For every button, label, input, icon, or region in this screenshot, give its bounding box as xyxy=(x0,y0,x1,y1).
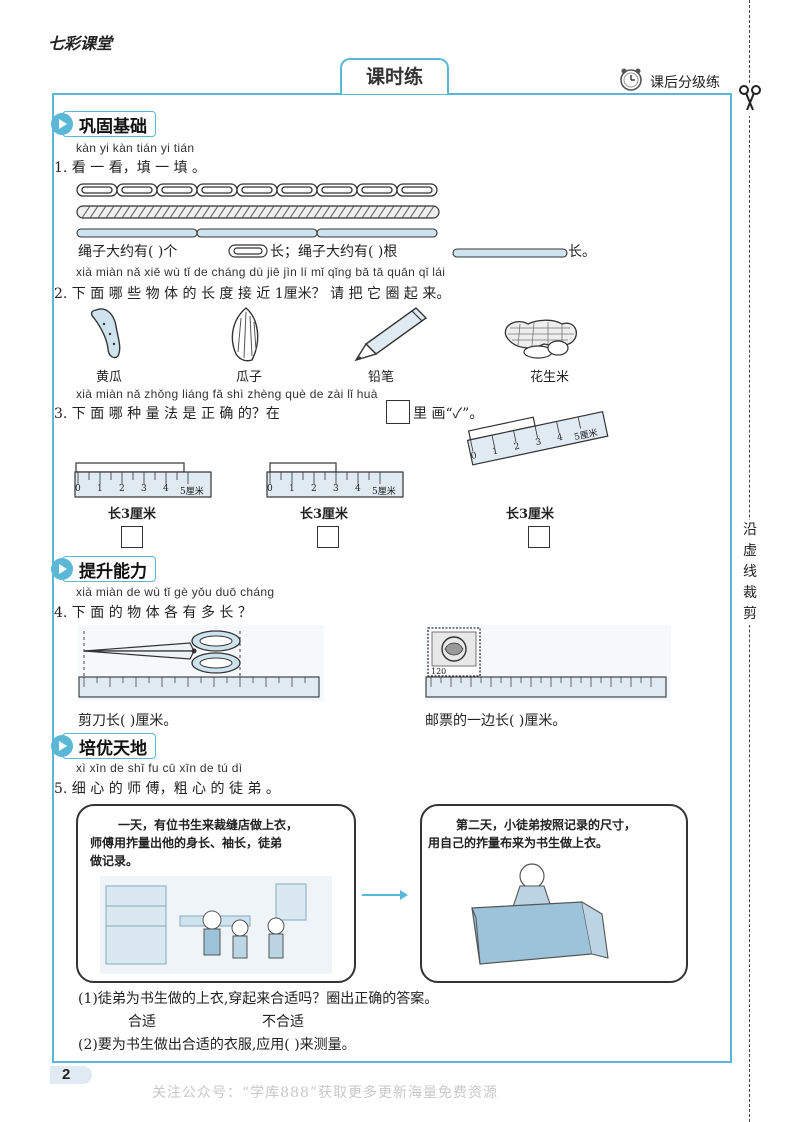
q5-text: 5. 细 心 的 师 傅，粗 心 的 徒 弟 。 xyxy=(54,781,280,797)
panel1-line: 一天，有位书生来裁缝店做上衣， xyxy=(118,818,299,832)
side-char: 剪 xyxy=(743,606,757,622)
tick-label: 2 xyxy=(513,441,521,453)
q1-answer-c: 长。 xyxy=(568,244,596,260)
side-char: 线 xyxy=(743,564,757,580)
choice-fit[interactable]: 合适 xyxy=(128,1014,156,1030)
label-peanut: 花生米 xyxy=(530,370,570,385)
q5-sub1: (1)徒弟为书生做的上衣,穿起来合适吗？圈出正确的答案。 xyxy=(78,991,439,1007)
tick-label: 3 xyxy=(333,484,339,494)
q3-text-a: 3. 下 面 哪 种 量 法 是 正 确 的？在 xyxy=(54,406,280,422)
section-bullet-icon xyxy=(51,735,73,757)
side-char: 沿 xyxy=(743,522,757,538)
scissors-icon xyxy=(738,84,762,116)
tick-label: 5厘米 xyxy=(180,487,204,497)
page-title: 课时练 xyxy=(340,58,449,94)
ruler-option-b xyxy=(266,462,404,502)
tick-label: 4 xyxy=(355,484,361,494)
q3-pinyin: xià miàn nǎ zhǒng liáng fǎ shì zhèng què… xyxy=(76,387,378,401)
panel2-line: 用自己的拃量布来为书生做上衣。 xyxy=(428,836,609,850)
tick-label: 1 xyxy=(289,484,295,494)
clock-icon xyxy=(618,66,644,96)
cut-along-dotted-line-text: 沿 虚 线 裁 剪 xyxy=(740,520,760,625)
page-number-tab xyxy=(50,1066,92,1084)
label-melon-seed: 瓜子 xyxy=(236,370,263,385)
answer-box-b[interactable] xyxy=(317,526,339,548)
q4-text: 4. 下 面 的 物 体 各 有 多 长 ？ xyxy=(54,605,252,621)
choice-not-fit[interactable]: 不合适 xyxy=(262,1014,304,1030)
tick-label: 0 xyxy=(267,484,273,494)
tick-label: 5厘米 xyxy=(372,487,396,497)
q1-answer-a: 绳子大约有( )个 xyxy=(78,244,178,260)
story-panel-day1: 一天，有位书生来裁缝店做上衣， 师傅用拃量出他的身长、袖长，徒弟 做记录。 xyxy=(76,804,356,983)
q1-text: 1. 看 一 看，填 一 填 。 xyxy=(54,160,207,176)
section-header-excellence: 培优天地 xyxy=(51,733,156,759)
panel2-line: 第二天，小徒弟按照记录的尺寸， xyxy=(456,818,637,832)
q4-answer-stamp: 邮票的一边长( )厘米。 xyxy=(425,713,567,729)
section-label: 培优天地 xyxy=(79,738,147,758)
level-label: 课后分级练 xyxy=(650,74,720,90)
label-pencil: 铅笔 xyxy=(368,370,395,385)
content-frame xyxy=(52,93,732,1063)
scissors-on-ruler-image xyxy=(78,625,324,701)
q5-pinyin: xì xīn de shī fu cū xīn de tú dì xyxy=(76,761,243,775)
story-panel-day2: 第二天，小徒弟按照记录的尺寸， 用自己的拃量布来为书生做上衣。 xyxy=(420,804,688,983)
tick-label: 4 xyxy=(556,432,564,444)
answer-box-c[interactable] xyxy=(528,526,550,548)
brand-logo: 七彩课堂 xyxy=(48,36,113,53)
paperclip-row xyxy=(76,180,444,204)
tick-label: 3 xyxy=(534,437,543,449)
inline-checkbox-sample xyxy=(386,400,410,424)
q4-pinyin: xià miàn de wù tǐ gè yǒu duō cháng xyxy=(76,585,275,599)
arrow-icon xyxy=(360,886,410,905)
side-char: 裁 xyxy=(743,585,757,601)
section-bullet-icon xyxy=(51,113,73,135)
panel1-line: 做记录。 xyxy=(90,854,139,868)
ruler-a-ticks: 0 1 2 3 4 5厘米 xyxy=(74,484,212,497)
panel1-line: 师傅用拃量出他的身长、袖长，徒弟 xyxy=(90,836,283,850)
q1-pinyin: kàn yi kàn tián yi tián xyxy=(76,141,195,155)
q1-answer-b: 长；绳子大约有( )根 xyxy=(270,244,398,260)
melon-seed-image xyxy=(226,306,266,366)
q2-text: 2. 下 面 哪 些 物 体 的 长 度 接 近 1厘米？ 请 把 它 圈 起 … xyxy=(54,286,451,302)
tick-label: 2 xyxy=(119,484,125,494)
cucumber-image xyxy=(88,304,132,364)
peanut-image xyxy=(500,316,580,364)
tailor-shop-illustration xyxy=(100,876,332,978)
q3-text-b: 里 画“✓”。 xyxy=(413,406,484,422)
tick-label: 0 xyxy=(75,484,81,494)
stamp-value: 120 xyxy=(431,667,447,676)
footer-watermark: 关注公众号：“学库888”获取更多更新海量免费资源 xyxy=(152,1085,499,1101)
tick-label: 4 xyxy=(163,484,169,494)
apprentice-illustration xyxy=(452,858,612,974)
q2-pinyin: xià miàn nǎ xiē wù tǐ de cháng dù jiē jì… xyxy=(76,265,446,279)
tick-label: 0 xyxy=(470,450,478,462)
pencil-image xyxy=(352,304,432,366)
section-bullet-icon xyxy=(51,558,73,580)
page-number: 2 xyxy=(62,1066,71,1083)
ruler-c-label: 长3厘米 xyxy=(506,507,555,522)
rod-icon xyxy=(452,244,568,263)
ruler-a-label: 长3厘米 xyxy=(108,507,157,522)
tick-label: 1 xyxy=(491,446,500,458)
ruler-option-a xyxy=(74,462,212,502)
paperclip-icon xyxy=(228,243,268,262)
section-header-basics: 巩固基础 xyxy=(51,111,156,137)
rods-row xyxy=(76,224,440,243)
side-char: 虚 xyxy=(743,543,757,559)
answer-box-a[interactable] xyxy=(121,526,143,548)
ruler-b-ticks: 0 1 2 3 4 5厘米 xyxy=(266,484,404,497)
q5-sub2: (2)要为书生做出合适的衣服,应用( )来测量。 xyxy=(78,1037,356,1053)
section-label: 提升能力 xyxy=(79,561,147,581)
stamp-on-ruler-image xyxy=(425,625,671,701)
label-cucumber: 黄瓜 xyxy=(96,370,123,385)
rope xyxy=(76,204,440,223)
section-header-improve: 提升能力 xyxy=(51,556,156,582)
tick-label: 2 xyxy=(311,484,317,494)
tick-label: 1 xyxy=(97,484,103,494)
section-label: 巩固基础 xyxy=(79,116,147,136)
q4-answer-scissors: 剪刀长( )厘米。 xyxy=(78,713,178,729)
ruler-option-c: 0 1 2 3 4 5厘米 xyxy=(465,402,609,466)
tick-label: 3 xyxy=(141,484,147,494)
ruler-b-label: 长3厘米 xyxy=(300,507,349,522)
